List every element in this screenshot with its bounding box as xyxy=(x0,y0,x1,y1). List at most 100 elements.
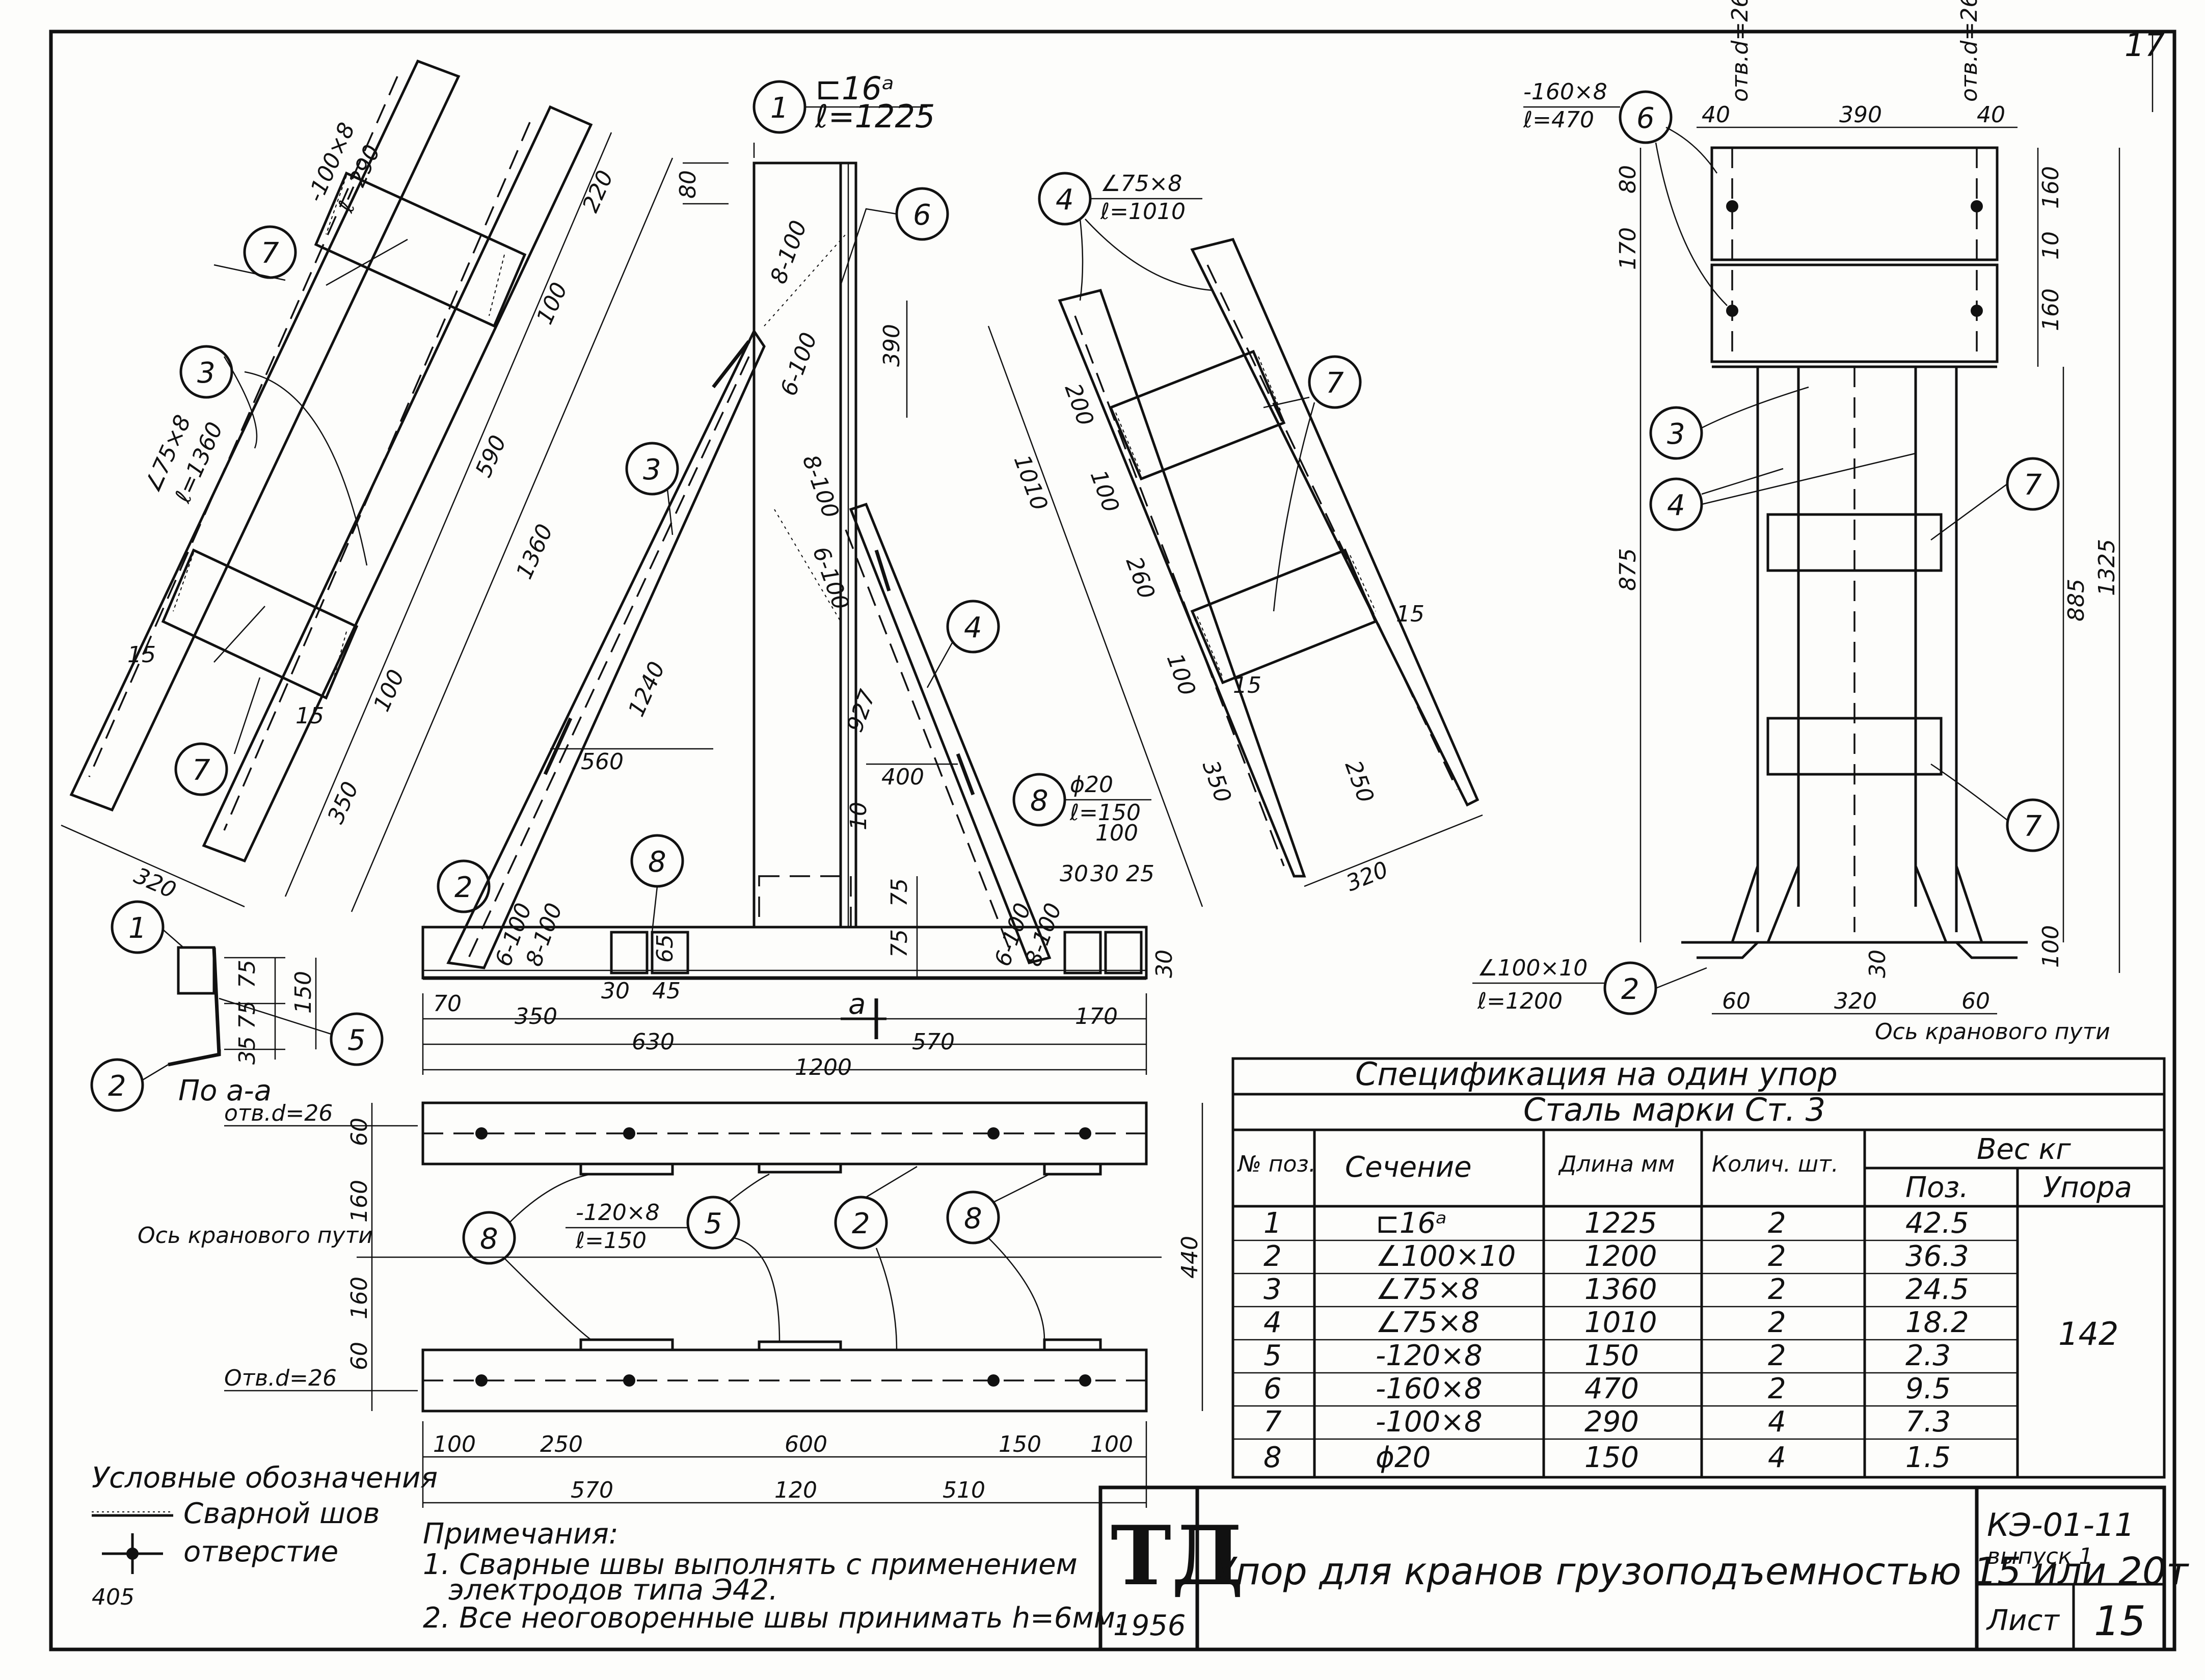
dim-r1325: 1325 xyxy=(2094,539,2120,596)
bubble-2-plan: 2 xyxy=(852,1207,870,1240)
axis-crane-label: Ось кранового пути xyxy=(138,1223,373,1249)
spec-row: 5 -120×8 150 2 2.3 xyxy=(1263,1339,1951,1372)
logo-letters: ТД xyxy=(1111,1508,1244,1604)
dim-45: 45 xyxy=(652,978,681,1004)
dim-r320: 320 xyxy=(1834,988,1877,1014)
spec-row: 6 -160×8 470 2 9.5 xyxy=(1263,1372,1951,1405)
spec-cell-pos: 3 xyxy=(1263,1273,1282,1306)
spec-header-weight: Вес кг xyxy=(1977,1133,2071,1166)
notes-title: Примечания: xyxy=(423,1518,619,1551)
bubble-7-side-upper: 7 xyxy=(2024,469,2042,502)
bubble-7-side-lower: 7 xyxy=(2024,810,2042,843)
spec-header-weight-total: Упора xyxy=(2043,1171,2132,1204)
callout-5-section: -120×8 xyxy=(576,1200,660,1226)
spec-header-section: Сечение xyxy=(1345,1151,1472,1184)
spec-cell-length: 290 xyxy=(1584,1405,1639,1439)
dim-30-d: 30 xyxy=(601,978,630,1004)
dim-200: 200 xyxy=(1060,380,1099,429)
view-plan: Ось кранового пути отв.d=26 Отв.d=26 60 … xyxy=(138,1100,1203,1508)
bottom-left-note: 405 xyxy=(92,1584,135,1610)
plan-dim-570: 570 xyxy=(571,1477,613,1503)
plan-dim-160-b: 160 xyxy=(346,1277,372,1319)
spec-cell-weight: 7.3 xyxy=(1905,1405,1951,1439)
note-1a: 1. Сварные швы выполнять с применением xyxy=(423,1548,1078,1581)
spec-cell-section: ∠75×8 xyxy=(1376,1306,1480,1339)
dim-220: 220 xyxy=(577,167,619,216)
callout-4-length: ℓ=1010 xyxy=(1100,199,1186,225)
dim-350-a: 350 xyxy=(322,778,364,827)
bubble-6: 6 xyxy=(1636,102,1655,135)
dim-100-b: 100 xyxy=(368,666,410,715)
bubble-2-main: 2 xyxy=(454,871,473,904)
sheet-label: Лист xyxy=(1986,1604,2060,1637)
dim-170: 170 xyxy=(1075,1004,1118,1029)
spec-cell-weight: 42.5 xyxy=(1905,1207,1969,1240)
spec-cell-pos: 4 xyxy=(1263,1306,1282,1339)
callout-6-section: -160×8 xyxy=(1523,79,1607,105)
spec-row: 3 ∠75×8 1360 2 24.5 xyxy=(1263,1273,1969,1306)
plan-dim-100-a: 100 xyxy=(433,1431,476,1457)
spec-title: Спецификация на один упор xyxy=(1355,1055,1838,1093)
weld-label-4: 6-100 xyxy=(808,543,854,613)
dim-15-b: 15 xyxy=(295,703,324,729)
dim-r80: 80 xyxy=(1615,165,1641,194)
dim-100-e: 100 xyxy=(1162,650,1201,699)
spec-header-pos: № поз. xyxy=(1236,1151,1316,1177)
spec-row: 7 -100×8 290 4 7.3 xyxy=(1263,1405,1951,1439)
sec-dim-35: 35 xyxy=(234,1036,260,1065)
hole-label-right: отв.d=26 xyxy=(1956,0,1982,102)
spec-cell-pos: 7 xyxy=(1263,1405,1282,1439)
spec-header-length: Длина мм xyxy=(1558,1151,1675,1177)
sheet-issue: выпуск 1 xyxy=(1987,1543,2093,1569)
spec-cell-length: 470 xyxy=(1584,1372,1639,1405)
spec-cell-section: -120×8 xyxy=(1376,1339,1483,1372)
dim-r60-b: 60 xyxy=(1961,988,1990,1014)
callout-6-length: ℓ=470 xyxy=(1523,107,1594,133)
notes: Примечания: 1. Сварные швы выполнять с п… xyxy=(423,1518,1124,1635)
dim-350-b: 350 xyxy=(515,1004,557,1029)
dim-10: 10 xyxy=(846,802,872,830)
spec-cell-count: 2 xyxy=(1768,1207,1786,1240)
bubble-7-upper: 7 xyxy=(261,237,279,270)
dim-560: 560 xyxy=(581,749,624,775)
spec-cell-section: ϕ20 xyxy=(1376,1441,1431,1474)
legend-hole-label: отверстие xyxy=(183,1535,338,1568)
plan-dim-120: 120 xyxy=(774,1477,817,1503)
spec-row: 1 ⊏16ᵃ 1225 2 42.5 xyxy=(1263,1207,1969,1240)
dim-590: 590 xyxy=(470,431,512,481)
spec-cell-pos: 8 xyxy=(1263,1441,1282,1474)
spec-header-weight-pos: Поз. xyxy=(1905,1171,1969,1204)
title-block: ТД 1956 Упор для кранов грузоподъемность… xyxy=(1098,1485,2189,1651)
spec-cell-section: -100×8 xyxy=(1376,1405,1483,1439)
bubble-7-brace4: 7 xyxy=(1326,367,1344,400)
spec-row: 2 ∠100×10 1200 2 36.3 xyxy=(1263,1240,1969,1273)
dim-400: 400 xyxy=(881,764,924,790)
dim-630: 630 xyxy=(632,1029,675,1055)
dim-r30: 30 xyxy=(1865,950,1891,978)
cut-a-marker: a xyxy=(848,988,866,1021)
spec-cell-length: 150 xyxy=(1584,1339,1639,1372)
td-logo: ТД 1956 xyxy=(1111,1508,1244,1642)
view-brace-3: 7 3 7 -100×8 ℓ=290 ∠75×8 ℓ=1360 220 100 … xyxy=(61,59,674,912)
spec-table: Спецификация на один упор Сталь марки Ст… xyxy=(1231,1055,2166,1479)
dim-r160-a: 160 xyxy=(2038,166,2064,209)
spec-cell-length: 1360 xyxy=(1584,1273,1657,1306)
dim-1360: 1360 xyxy=(511,520,558,583)
bubble-1: 1 xyxy=(770,92,789,125)
dim-1240: 1240 xyxy=(623,658,670,720)
bubble-3: 3 xyxy=(197,357,216,390)
bubble-5-plan: 5 xyxy=(704,1207,722,1240)
dim-15-a: 15 xyxy=(127,642,156,668)
bubble-3-main: 3 xyxy=(643,453,661,486)
weld-label-2: 6-100 xyxy=(775,329,822,399)
dim-r390: 390 xyxy=(1839,102,1882,128)
spec-cell-count: 4 xyxy=(1768,1441,1786,1474)
dim-30-b: 30 xyxy=(1090,861,1119,887)
dim-570-a: 570 xyxy=(912,1029,955,1055)
bubble-2-section: 2 xyxy=(108,1070,126,1103)
spec-cell-weight: 36.3 xyxy=(1905,1240,1969,1273)
spec-cell-weight: 2.3 xyxy=(1905,1339,1951,1372)
spec-cell-section: ⊏16ᵃ xyxy=(1376,1207,1447,1240)
legend: Условные обозначения Сварной шов отверст… xyxy=(92,1461,438,1610)
